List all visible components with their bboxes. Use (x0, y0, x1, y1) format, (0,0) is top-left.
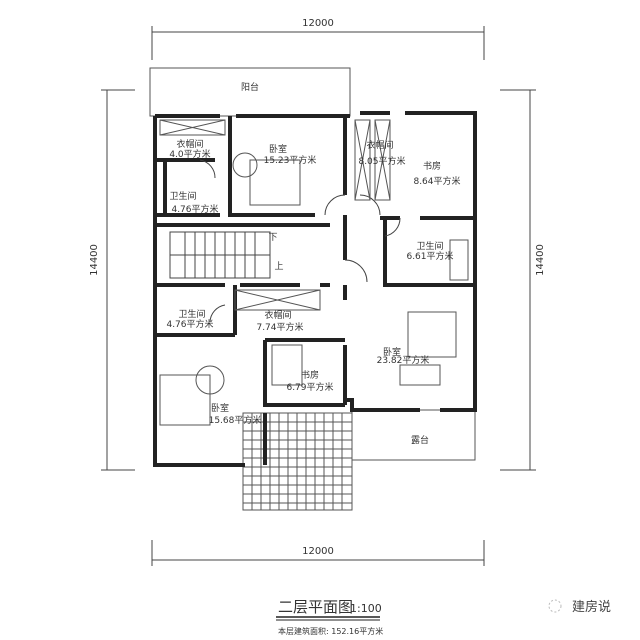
plan-title: 二层平面图 (278, 598, 353, 616)
label-stair-up: 上 (274, 261, 283, 272)
dim-bottom: 12000 (302, 546, 334, 557)
staircase (169, 231, 271, 279)
label-closet-nw: 衣帽间 (176, 138, 203, 150)
watermark: 建房说 (548, 599, 611, 615)
dim-top: 12000 (302, 18, 334, 29)
label-bath-e: 卫生间 (416, 240, 443, 252)
label-bath-w: 卫生间 (178, 308, 205, 320)
dim-right: 14400 (535, 244, 546, 276)
dimension-lines (101, 26, 536, 566)
area-bath-nw: 4.76平方米 (171, 203, 218, 215)
label-bedroom-se: 卧室 (383, 346, 401, 358)
label-bedroom-sw: 卧室 (211, 402, 229, 414)
label-study-ne: 书房 (423, 160, 441, 172)
label-bath-nw: 卫生间 (169, 190, 196, 202)
area-study-ne: 8.64平方米 (413, 175, 460, 187)
area-closet-nw: 4.0平方米 (169, 148, 210, 160)
watermark-text: 建房说 (572, 599, 611, 615)
furniture (159, 119, 469, 426)
area-closet-ne: 8.05平方米 (358, 155, 405, 167)
area-bedroom-sw: 15.68平方米 (209, 414, 262, 426)
doors (199, 159, 401, 323)
label-stair-down: 下 (268, 233, 277, 243)
area-bedroom-se: 23.82平方米 (377, 354, 430, 366)
wechat-logo-icon (548, 599, 562, 613)
label-study-c: 书房 (301, 369, 319, 381)
area-bedroom-n: 15.23平方米 (264, 154, 317, 166)
area-closet-c: 7.74平方米 (256, 321, 303, 333)
label-bedroom-n: 卧室 (269, 143, 287, 155)
dim-left: 14400 (89, 244, 100, 276)
plan-scale: 1:100 (350, 602, 382, 615)
label-balcony: 阳台 (241, 81, 259, 93)
label-terrace: 露台 (411, 434, 429, 446)
area-bath-e: 6.61平方米 (406, 250, 453, 262)
entry-canopy-grid (242, 412, 353, 511)
terrace (351, 409, 476, 461)
label-closet-c: 衣帽间 (264, 309, 291, 321)
label-closet-ne: 衣帽间 (366, 139, 393, 151)
area-bath-w: 4.76平方米 (166, 318, 213, 330)
area-note: 本层建筑面积: 152.16平方米 (278, 626, 383, 636)
area-study-c: 6.79平方米 (286, 381, 333, 393)
